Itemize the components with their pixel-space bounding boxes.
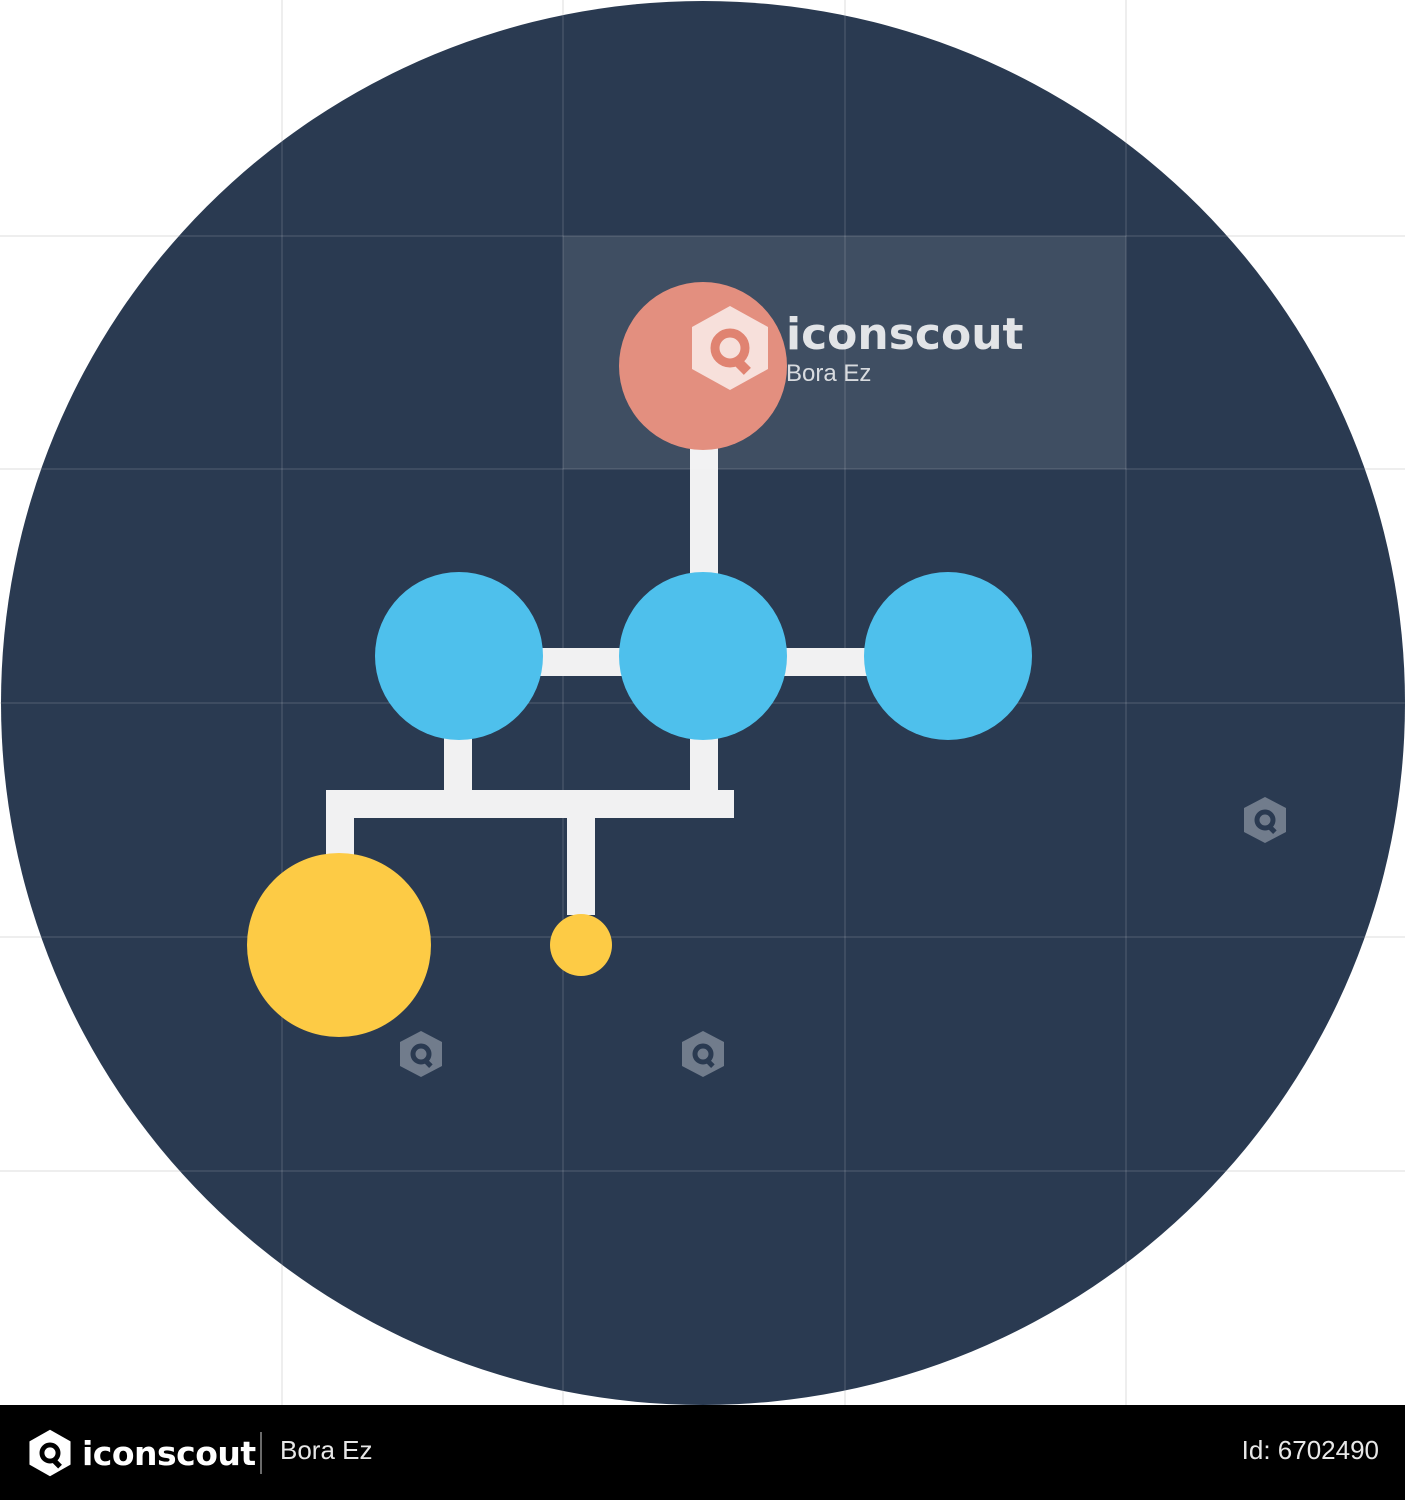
connector-right xyxy=(770,648,880,676)
network-diagram-illustration xyxy=(0,0,1405,1405)
footer-asset-id: Id: 6702490 xyxy=(1241,1435,1379,1465)
footer-brand-link[interactable]: iconscout xyxy=(26,1428,256,1478)
watermark-author: Bora Ez xyxy=(786,360,872,387)
watermark-brand: iconscout xyxy=(786,309,1024,360)
footer-divider xyxy=(260,1432,262,1474)
preview-grid-overlay xyxy=(0,0,1405,1405)
bottom-node-small xyxy=(550,914,612,976)
connectors xyxy=(326,440,880,915)
connector-top xyxy=(690,440,718,590)
footer-bar: iconscout Bora Ez Id: 6702490 xyxy=(0,1405,1405,1500)
watermark-icon xyxy=(1244,797,1286,843)
middle-node-left xyxy=(375,572,543,740)
watermark-icon xyxy=(400,1031,442,1077)
bottom-node-large xyxy=(247,853,431,1037)
iconscout-logo-icon xyxy=(692,306,768,390)
iconscout-logo-icon xyxy=(29,1429,71,1477)
middle-node-right xyxy=(864,572,1032,740)
connector-yellow-large xyxy=(326,790,354,865)
icon-preview: iconscout Bora Ez xyxy=(0,0,1405,1405)
watermark-panel xyxy=(563,236,1126,469)
middle-node-center xyxy=(619,572,787,740)
connector-bus xyxy=(326,790,734,818)
footer-brand-name: iconscout xyxy=(82,1433,256,1473)
watermark-icon xyxy=(682,1031,724,1077)
footer-author[interactable]: Bora Ez xyxy=(280,1435,373,1465)
connector-yellow-small xyxy=(567,790,595,915)
